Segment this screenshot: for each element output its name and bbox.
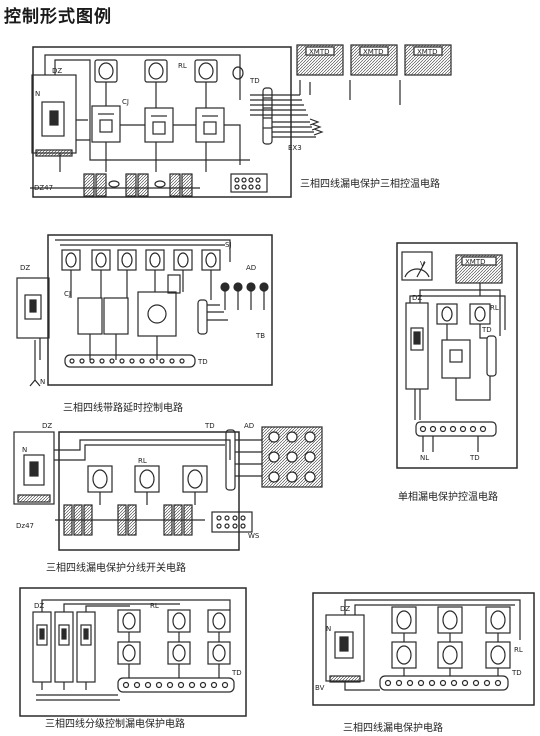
d1-label-dz: DZ	[52, 67, 62, 75]
diagram-3	[396, 242, 518, 469]
d3-label-nl: NL	[420, 454, 429, 462]
diagram-1-small-breakers	[30, 173, 200, 197]
diagram-2-indicator-lamps	[220, 282, 269, 292]
diagram-4	[13, 426, 323, 551]
d2-caption: 三相四线带路延时控制电路	[63, 401, 183, 414]
diagram-2-contactors	[77, 274, 181, 337]
d3-label-td: TD	[481, 326, 492, 334]
d1-meter-3: XMTD	[417, 48, 438, 56]
d3-label-td1: TD	[469, 454, 480, 462]
d4-label-ws: WS	[248, 532, 260, 540]
d1-label-dz47: DZ47	[34, 184, 53, 192]
diagram-5	[19, 587, 247, 717]
d6-label-dz: DZ	[340, 605, 350, 613]
d6-label-td: TD	[511, 669, 522, 677]
d2-label-td: TD	[197, 358, 208, 366]
diagram-4-terminal-block	[225, 429, 236, 491]
d4-label-n: N	[22, 446, 27, 454]
diagram-5-panel	[19, 587, 247, 717]
diagram-2-breaker	[16, 277, 50, 339]
diagram-2-panel	[47, 234, 273, 386]
diagram-2-heaters	[61, 249, 221, 271]
d5-caption: 三相四线分级控制漏电保护电路	[45, 717, 185, 730]
d3-label-meter: XMTD	[465, 258, 486, 266]
diagram-3-terminal-block	[415, 421, 497, 437]
d6-label-n: N	[326, 625, 331, 633]
d2-label-tb: TB	[255, 332, 265, 340]
d4-label-ad: AD	[244, 422, 254, 430]
d1-caption: 三相四线漏电保护三相控温电路	[300, 177, 440, 190]
d2-label-n: N	[40, 378, 45, 386]
d5-label-td: TD	[231, 669, 242, 677]
d5-label-dz: DZ	[34, 602, 44, 610]
diagram-6-heaters	[391, 606, 511, 669]
diagram-3-breaker	[405, 302, 429, 390]
d4-label-dz47: Dz47	[16, 522, 34, 530]
d1-label-td: TD	[249, 77, 260, 85]
diagram-3-voltmeter	[401, 251, 433, 281]
d4-label-td: TD	[204, 422, 215, 430]
diagram-4-breaker	[13, 431, 55, 505]
d6-caption: 三相四线漏电保护电路	[343, 721, 443, 734]
d4-label-dz: DZ	[42, 422, 52, 430]
diagram-1-meters	[296, 44, 452, 76]
d6-label-rl: RL	[514, 646, 523, 654]
d3-label-v: V	[420, 260, 425, 268]
d2-label-ad: AD	[246, 264, 256, 272]
d2-label-dz: DZ	[20, 264, 30, 272]
diagram-1	[30, 44, 452, 198]
d2-label-cj: CJ	[64, 290, 71, 298]
d1-label-ex: EX3	[288, 144, 302, 152]
diagram-4-panel	[58, 431, 240, 551]
diagram-1-terminal-block	[262, 87, 273, 145]
diagram-2	[16, 234, 273, 387]
d6-label-bv: BV	[315, 684, 325, 692]
d3-caption: 单相漏电保护控温电路	[398, 490, 498, 503]
d4-caption: 三相四线漏电保护分线开关电路	[46, 561, 186, 574]
diagram-6-panel	[312, 592, 535, 706]
diagram-6-terminal-block	[379, 675, 509, 691]
diagram-5-heaters	[117, 609, 231, 665]
d4-label-rl: RL	[138, 457, 147, 465]
d1-label-cj: CJ	[122, 98, 129, 106]
diagram-3-panel	[396, 242, 518, 469]
d1-label-n: N	[35, 90, 40, 98]
diagram-5-terminal-block	[117, 677, 235, 693]
d1-label-rl: RL	[178, 62, 187, 70]
diagram-1-contactors	[91, 105, 225, 143]
diagram-5-breakers	[32, 611, 96, 683]
diagram-6	[312, 592, 535, 706]
d1-meter-1: XMTD	[309, 48, 330, 56]
page-title: 控制形式图例	[4, 7, 112, 27]
diagram-1-heaters	[94, 59, 244, 83]
diagram-4-lamp-grid	[261, 426, 323, 488]
d5-label-rl: RL	[150, 602, 159, 610]
d1-meter-2: XMTD	[363, 48, 384, 56]
d2-label-sj: SJ	[225, 241, 232, 249]
diagram-4-heaters	[87, 465, 208, 493]
diagram-2-terminal-block	[64, 354, 196, 368]
d3-label-rl: RL	[490, 304, 499, 312]
d3-label-dz: DZ	[412, 294, 422, 302]
